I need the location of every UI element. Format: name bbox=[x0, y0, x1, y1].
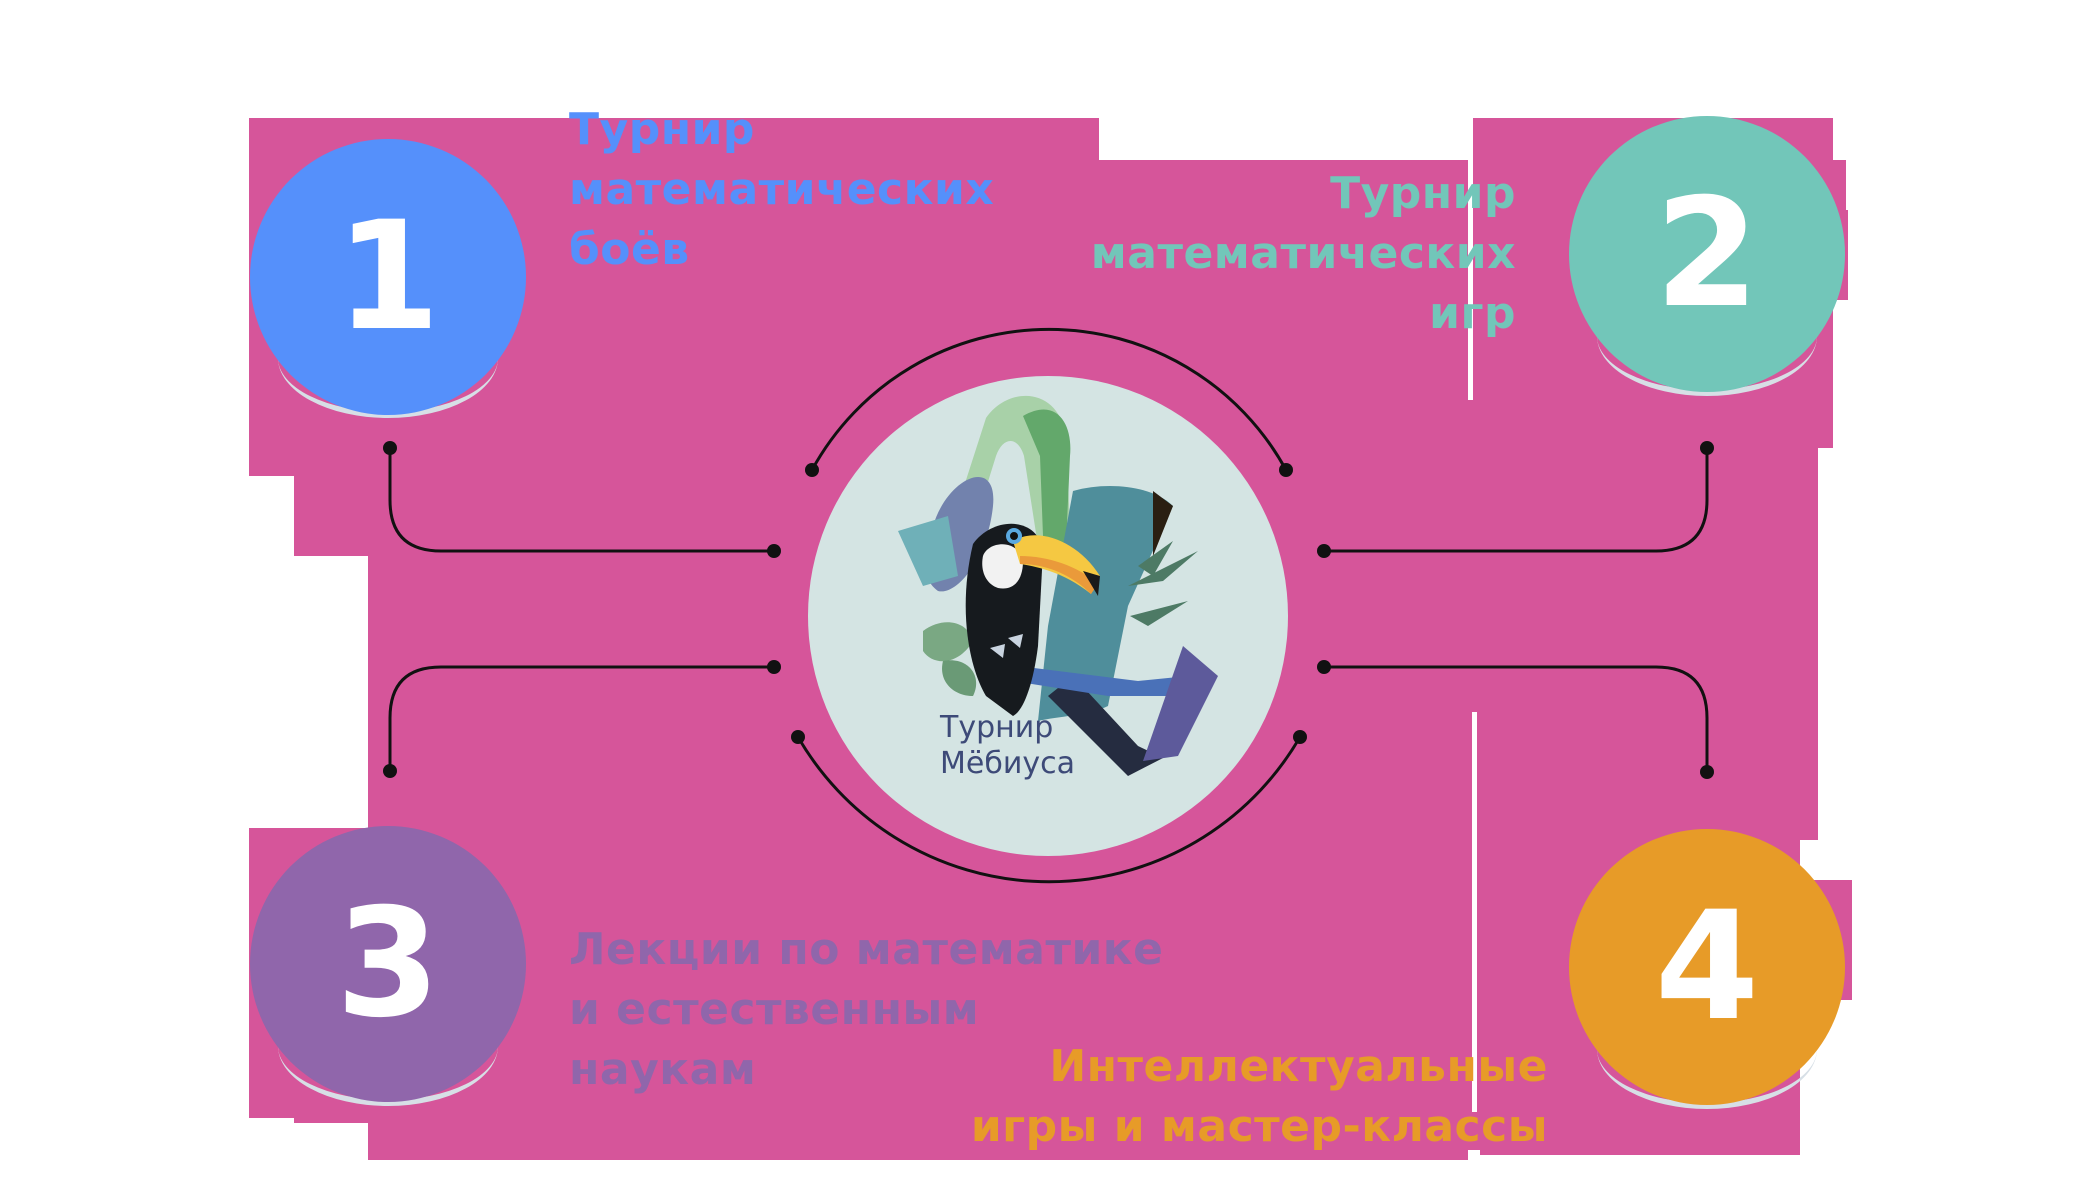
label-line: математических bbox=[569, 164, 995, 215]
label-line: боёв bbox=[569, 224, 690, 275]
label-line: игры и мастер-классы bbox=[970, 1101, 1548, 1152]
center-logo bbox=[808, 376, 1288, 856]
label-line: и естественным bbox=[569, 984, 980, 1035]
label-line: наукам bbox=[569, 1044, 757, 1095]
step-circle-2: 2 bbox=[1569, 116, 1845, 392]
circle-shadow bbox=[1597, 1043, 1817, 1109]
label-line: Интеллектуальные bbox=[1049, 1041, 1548, 1092]
circle-shadow bbox=[278, 1040, 498, 1106]
label-line: Лекции по математике bbox=[569, 924, 1164, 975]
step-number: 1 bbox=[335, 190, 441, 364]
item-1-label: Турнир математических боёв bbox=[569, 100, 994, 280]
circle-shadow bbox=[1597, 330, 1817, 396]
label-line: игр bbox=[1429, 288, 1516, 339]
label-line: Турнир bbox=[569, 104, 755, 155]
item-4-label: Интеллектуальные игры и мастер-классы bbox=[971, 1037, 1548, 1157]
step-number: 3 bbox=[335, 877, 441, 1051]
circle-shadow bbox=[278, 352, 498, 418]
step-circle-4: 4 bbox=[1569, 829, 1845, 1105]
divider-line bbox=[1472, 712, 1477, 1112]
step-number: 4 bbox=[1654, 880, 1760, 1054]
step-number: 2 bbox=[1654, 167, 1760, 341]
logo-title-line: Мёбиуса bbox=[940, 746, 1075, 781]
toucan-mobius-logo-icon bbox=[898, 395, 1218, 776]
bg-block bbox=[736, 828, 1496, 1150]
logo-title: Турнир Мёбиуса bbox=[940, 710, 1075, 782]
label-line: математических bbox=[1090, 228, 1516, 279]
step-circle-1: 1 bbox=[250, 139, 526, 415]
step-circle-3: 3 bbox=[250, 826, 526, 1102]
label-line: Турнир bbox=[1330, 168, 1516, 219]
logo-title-line: Турнир bbox=[940, 710, 1054, 745]
item-3-label: Лекции по математике и естественным наук… bbox=[569, 920, 1163, 1100]
item-2-label: Турнир математических игр bbox=[1091, 164, 1516, 344]
